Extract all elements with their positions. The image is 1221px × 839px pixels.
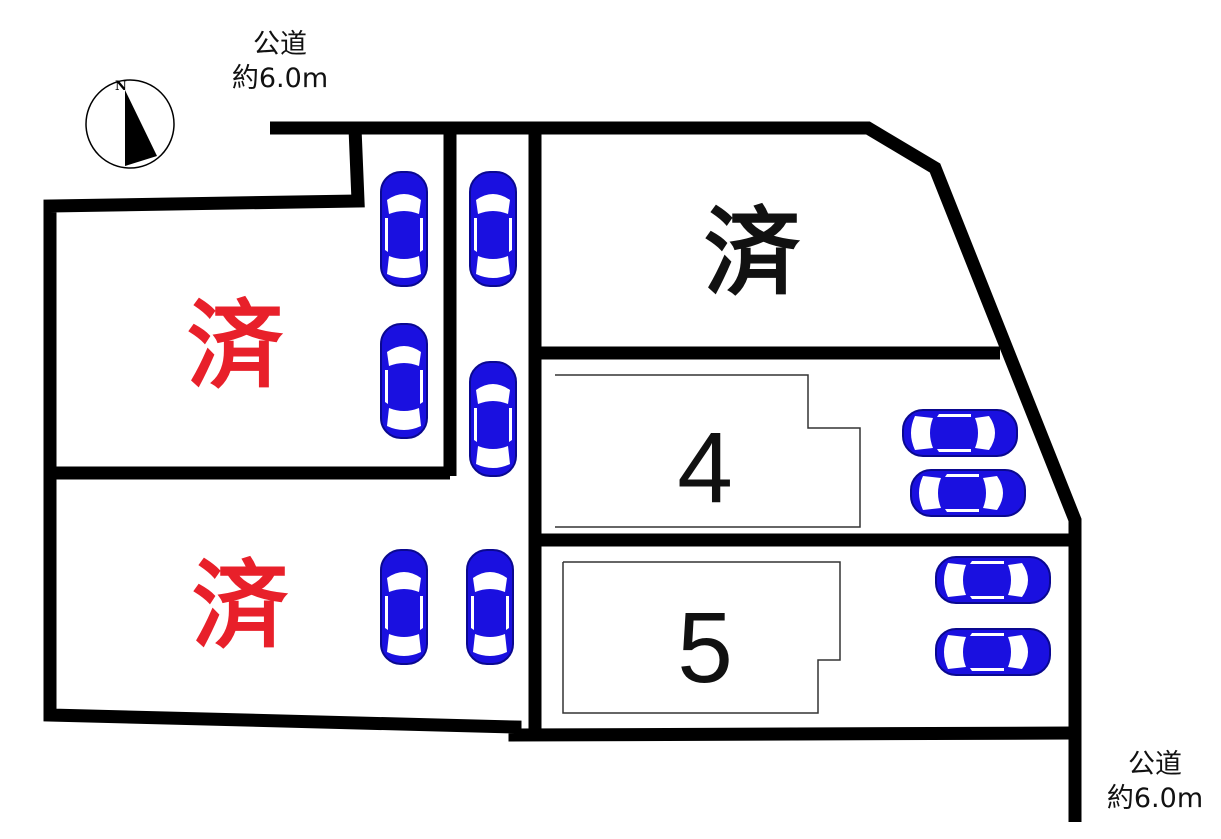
car-icon [380,171,428,287]
car-icon [469,361,517,477]
car-icon [466,549,514,665]
car-icon [910,469,1026,517]
compass-north-label: N [115,79,127,94]
lot-sold-label: 済 [187,290,283,402]
building-outline-lot-4 [555,374,861,528]
car-icon [380,323,428,439]
road-width: 約6.0m [231,62,329,94]
car-icon [380,549,428,665]
car-icon [469,171,517,287]
road-name: 公道 [1128,749,1182,780]
lot-sold-label: 済 [704,197,800,309]
building-outline-lot-5 [562,561,841,714]
top-boundary [270,121,1082,822]
road-label-east: 公道 約6.0m [1090,748,1220,816]
road-width: 約6.0m [1106,782,1204,814]
car-icon [902,409,1018,457]
car-icon [935,628,1051,676]
lot-number-5: 5 [677,592,733,704]
lot-boundaries [43,121,1082,822]
west-boundary [43,127,1076,742]
road-label-north: 公道 約6.0m [215,28,345,96]
road-name: 公道 [253,29,307,60]
lot-sold-label: 済 [192,550,288,662]
lot-number-4: 4 [677,412,733,524]
north-compass-icon [85,79,175,169]
car-icon [935,556,1051,604]
